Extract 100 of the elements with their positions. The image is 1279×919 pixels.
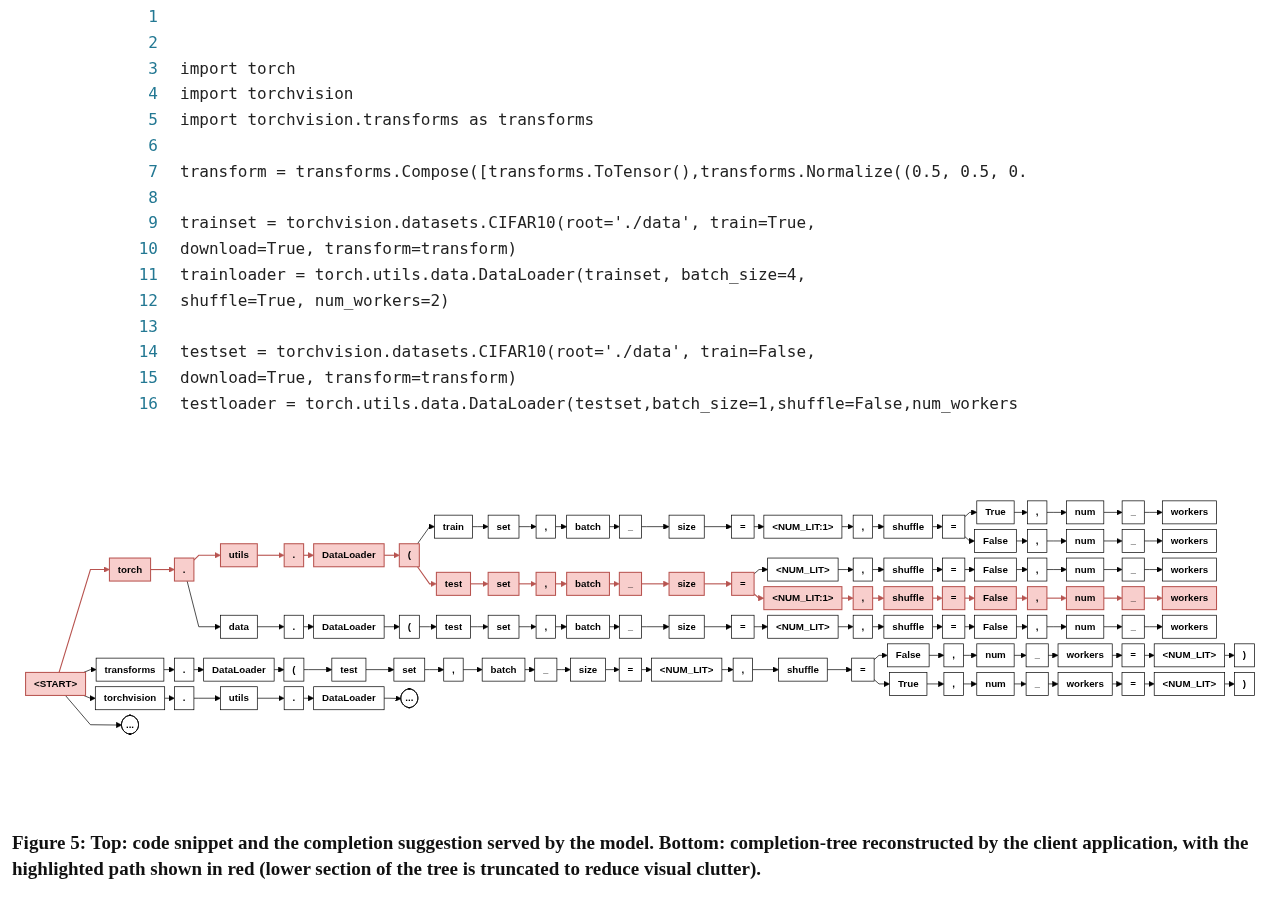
node-box: <NUM_LIT> (767, 557, 839, 582)
node-box: torch (108, 557, 152, 582)
node-box: <NUM_LIT> (1153, 672, 1225, 696)
node-box: DataLoader (313, 543, 385, 568)
node-box: ) (1234, 672, 1255, 696)
node-box: <NUM_LIT> (1153, 643, 1225, 668)
node-box: , (535, 514, 556, 539)
line-number: 7 (147, 160, 159, 183)
arrow (1046, 595, 1067, 602)
node-box: _ (618, 571, 643, 596)
node-box: = (942, 614, 966, 639)
node-box: True (976, 500, 1015, 525)
node-box: = (941, 586, 966, 611)
node-box: = (1121, 643, 1145, 668)
node-box: DataLoader (313, 614, 385, 639)
line-number: 4 (147, 83, 159, 106)
node-box: = (618, 657, 642, 682)
node-box: DataLoader (203, 657, 275, 682)
node-box: train (434, 514, 473, 539)
line-number: 1 (147, 6, 159, 28)
arrow (416, 566, 437, 587)
arrow (150, 566, 175, 573)
code-line: testset = torchvision.datasets.CIFAR10(root='./data', train=False, (180, 341, 817, 364)
node-box: set (393, 657, 426, 682)
node-box: size (668, 614, 705, 639)
node-box: <NUM_LIT:1> (763, 586, 843, 611)
node-box: shuffle (883, 557, 933, 582)
node-box: set (487, 514, 520, 539)
node-box: set (487, 571, 520, 596)
line-number: 10 (137, 238, 159, 261)
code-line: download=True, transform=transform) (180, 238, 519, 261)
node-box: , (943, 643, 964, 668)
node-box: , (732, 657, 753, 682)
node-box: False (974, 586, 1017, 611)
node-box: _ (1025, 672, 1049, 696)
code-line: trainset = torchvision.datasets.CIFAR10(root='./data', train=True, (180, 212, 817, 235)
node-box: shuffle (883, 614, 933, 639)
node-box: = (731, 571, 755, 596)
node-box: num (1066, 529, 1105, 553)
node-box: workers (1057, 643, 1113, 668)
node-box: shuffle (883, 514, 933, 539)
node-box: num (1066, 557, 1105, 582)
node-box: batch (566, 614, 610, 639)
node-box: False (974, 614, 1017, 639)
line-number: 12 (137, 289, 159, 312)
node-box: False (974, 557, 1017, 582)
line-number: 5 (147, 109, 159, 132)
node-box: = (942, 557, 966, 582)
line-number: 3 (147, 57, 159, 80)
caption: Figure 5: Top: code snippet and the completion suggestion served by the model. Bottom: completion-tree reconstructed by the client application, with the highlighted path shown in red (lower section of the tree is truncated to reduce visual clutter). (12, 831, 1250, 881)
node-box: utils (219, 543, 258, 568)
node-box: size (668, 571, 705, 596)
node-box: batch (566, 571, 610, 596)
node-box: , (1027, 529, 1048, 553)
node-box: workers (1161, 586, 1218, 611)
node-box: transforms (95, 657, 165, 682)
arrow (58, 566, 110, 673)
line-number: 14 (137, 341, 159, 364)
node-box: test (331, 657, 367, 682)
node-box: ( (398, 543, 420, 568)
node-box: num (1066, 500, 1105, 525)
node-box: test (435, 571, 472, 596)
node-box: _ (1121, 500, 1145, 525)
node-box: . (283, 686, 304, 711)
node-box: num (1066, 614, 1105, 639)
node-box: <NUM_LIT> (651, 657, 723, 682)
node-box: , (1027, 614, 1048, 639)
line-number: 8 (147, 186, 159, 209)
node-box: ( (398, 614, 420, 639)
node-box: workers (1162, 557, 1217, 582)
node-box: , (943, 672, 964, 696)
node-box: _ (534, 657, 558, 682)
node-box: shuffle (883, 586, 934, 611)
node-box: True (889, 672, 928, 696)
node-box: workers (1162, 614, 1217, 639)
node-box: ) (1234, 643, 1255, 668)
node-box: , (1026, 586, 1048, 611)
node-box: = (731, 514, 755, 539)
node-box: _ (619, 514, 642, 539)
code-line: transform = transforms.Compose([transforms.ToTensor(),transforms.Normalize((0.5, 0.5, 0. (180, 160, 1029, 183)
node-box: , (1027, 500, 1048, 525)
arrow (1103, 595, 1123, 602)
node-box: = (942, 514, 966, 539)
node-box: , (535, 571, 557, 596)
code-line: testloader = torch.utils.data.DataLoader(testset,batch_size=1,shuffle=False,num_workers (180, 392, 1020, 415)
node-box: = (1121, 672, 1145, 696)
node-box: _ (1121, 557, 1145, 582)
node-box: False (887, 643, 930, 668)
node-box: size (570, 657, 606, 682)
line-number: 11 (137, 263, 159, 286)
node-box: batch (481, 657, 526, 682)
node-box: ( (283, 657, 305, 682)
node-box: <NUM_LIT> (767, 614, 839, 639)
node-box: <START> (25, 671, 87, 696)
code-line: shuffle=True, num_workers=2) (180, 289, 451, 312)
arrow (303, 552, 314, 559)
node-box: , (852, 514, 873, 539)
line-number: 9 (147, 212, 159, 235)
node-box: num (976, 672, 1015, 696)
node-box: False (974, 529, 1017, 553)
